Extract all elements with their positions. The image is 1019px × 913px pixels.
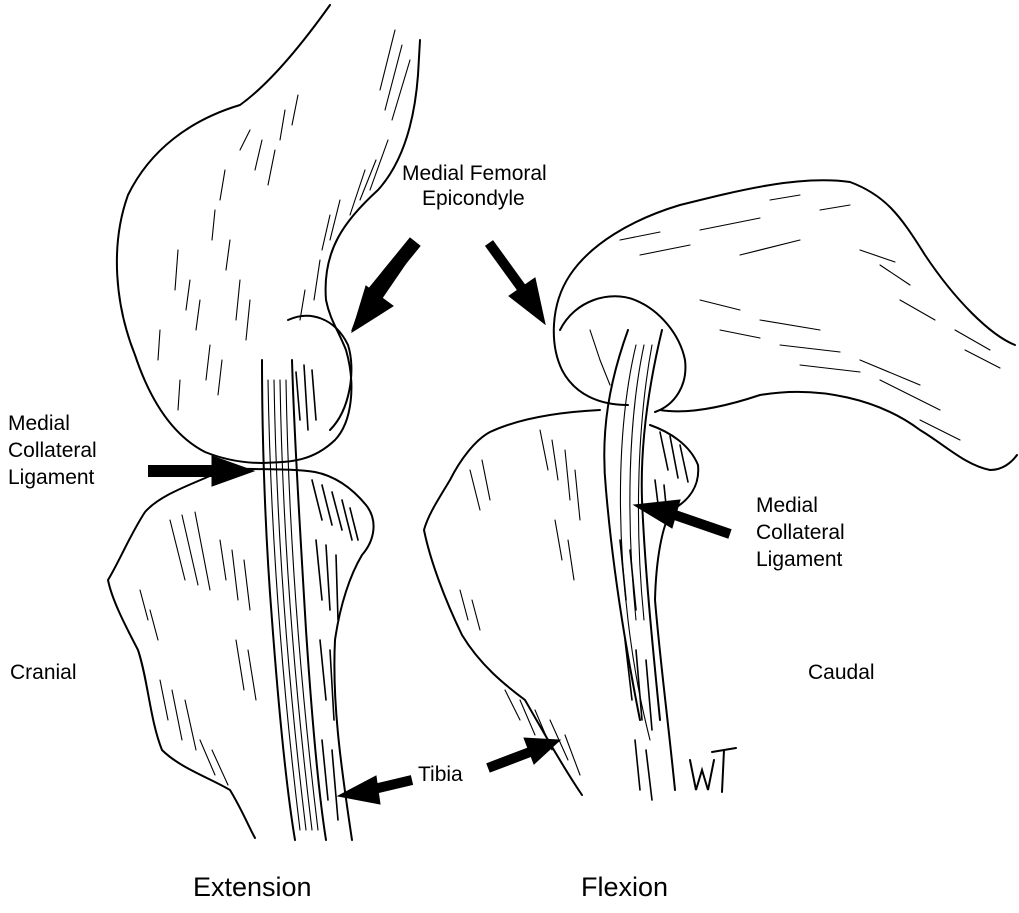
label-caudal: Caudal: [808, 660, 875, 685]
label-medial-collateral-ligament-left: Medial Collateral Ligament: [8, 410, 97, 491]
extension-tibia-shading: [140, 512, 256, 785]
extension-epicondyle-outline: [288, 316, 351, 430]
mcl-arrow-right: [672, 514, 730, 534]
flexion-femur-shading: [590, 195, 1000, 440]
caption-flexion: Flexion: [581, 872, 668, 902]
epicondyle-arrow-right: [489, 243, 523, 290]
caption-extension: Extension: [193, 872, 312, 902]
mcl-arrow-right-head: [634, 500, 680, 528]
label-line: Collateral: [8, 437, 97, 464]
label-cranial: Cranial: [10, 660, 77, 685]
label-medial-femoral-epicondyle: Medial Femoral Epicondyle: [402, 161, 547, 211]
extension-tibia-outline: [108, 468, 374, 840]
flexion-ligament-outline: [604, 330, 662, 720]
label-line: Medial Femoral: [402, 161, 547, 186]
extension-femur-shading: [158, 30, 410, 410]
epicondyle-arrow-left-head: [352, 286, 393, 332]
tibia-arrow-right: [488, 752, 530, 768]
label-line: Medial: [756, 492, 845, 519]
extension-tibia-dark-shading: [296, 365, 358, 820]
artist-signature: [690, 748, 736, 792]
label-tibia: Tibia: [418, 762, 463, 787]
extension-knee-illustration: [108, 5, 420, 840]
label-line: Ligament: [8, 464, 97, 491]
flexion-condyle-outline: [560, 296, 685, 412]
extension-ligament-fibers: [268, 380, 318, 830]
label-line: Medial: [8, 410, 97, 437]
label-line: Collateral: [756, 519, 845, 546]
label-medial-collateral-ligament-right: Medial Collateral Ligament: [756, 492, 845, 573]
label-line: Ligament: [756, 546, 845, 573]
flexion-tibia-outline: [424, 410, 698, 795]
flexion-tibia-shading: [460, 430, 580, 775]
extension-ligament-outline: [262, 360, 326, 840]
label-line: Epicondyle: [402, 186, 547, 211]
